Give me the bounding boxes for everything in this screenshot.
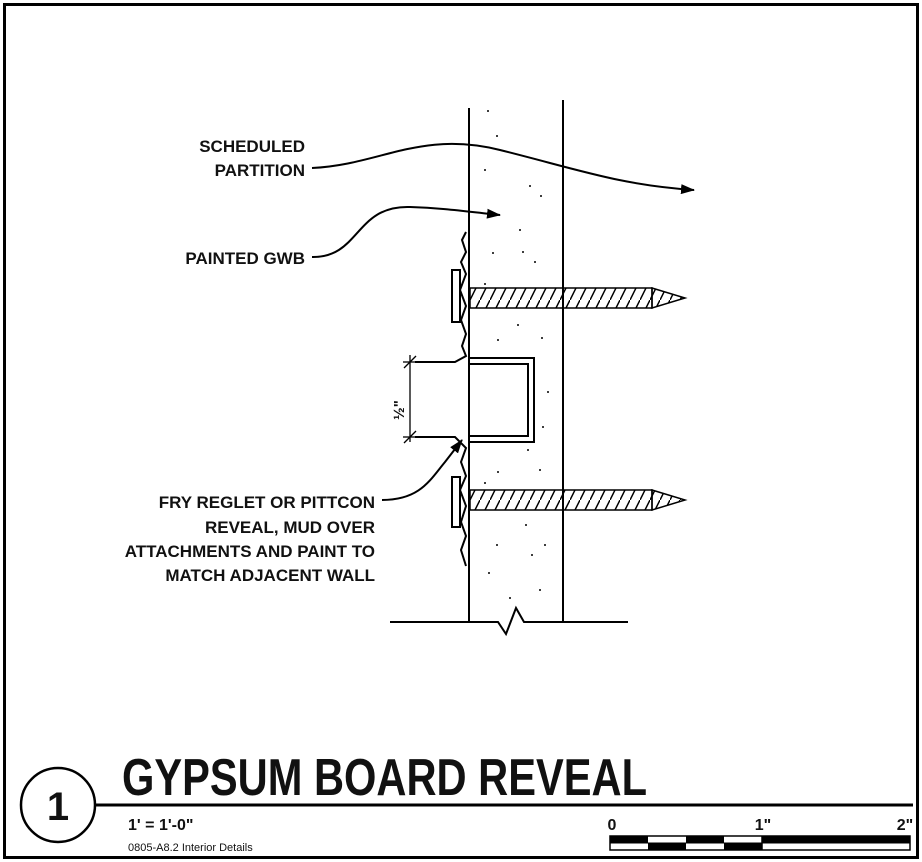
gwb-profile	[415, 231, 468, 363]
upper-screw-head	[451, 269, 461, 323]
dimension-label: ½"	[391, 400, 408, 420]
label-painted-gwb: PAINTED GWB	[185, 249, 305, 268]
leader-reveal	[381, 439, 463, 501]
scale-bar-tick-2: 2"	[897, 817, 913, 834]
label-partition: PARTITION	[215, 161, 305, 180]
reveal-channel	[469, 357, 535, 443]
lower-screw-head	[451, 476, 461, 528]
reveal-dimension	[403, 355, 418, 444]
sheet-reference: 0805-A8.2 Interior Details	[128, 842, 253, 854]
detail-number: 1	[47, 785, 69, 829]
drawing-sheet	[3, 3, 919, 859]
label-reveal-line3: ATTACHMENTS AND PAINT TO	[125, 542, 375, 561]
scale-bar-tick-1: 1"	[755, 817, 771, 834]
upper-screw	[469, 286, 688, 310]
label-reveal-line4: MATCH ADJACENT WALL	[165, 566, 375, 585]
break-line	[390, 605, 628, 637]
drawing-scale: 1' = 1'-0"	[128, 817, 193, 834]
partition-stipple	[484, 110, 549, 599]
scale-bar: 0 1" 2"	[608, 817, 913, 851]
leader-painted-gwb	[311, 205, 501, 259]
label-scheduled: SCHEDULED	[199, 137, 305, 156]
label-reveal-line1: FRY REGLET OR PITTCON	[159, 493, 375, 512]
leader-scheduled-partition	[311, 142, 695, 195]
label-reveal-line2: REVEAL, MUD OVER	[205, 518, 375, 537]
gwb-profile-lower	[415, 436, 468, 567]
drawing-title: GYPSUM BOARD REVEAL	[122, 749, 647, 807]
lower-screw	[469, 488, 688, 512]
scale-bar-tick-0: 0	[608, 817, 617, 834]
